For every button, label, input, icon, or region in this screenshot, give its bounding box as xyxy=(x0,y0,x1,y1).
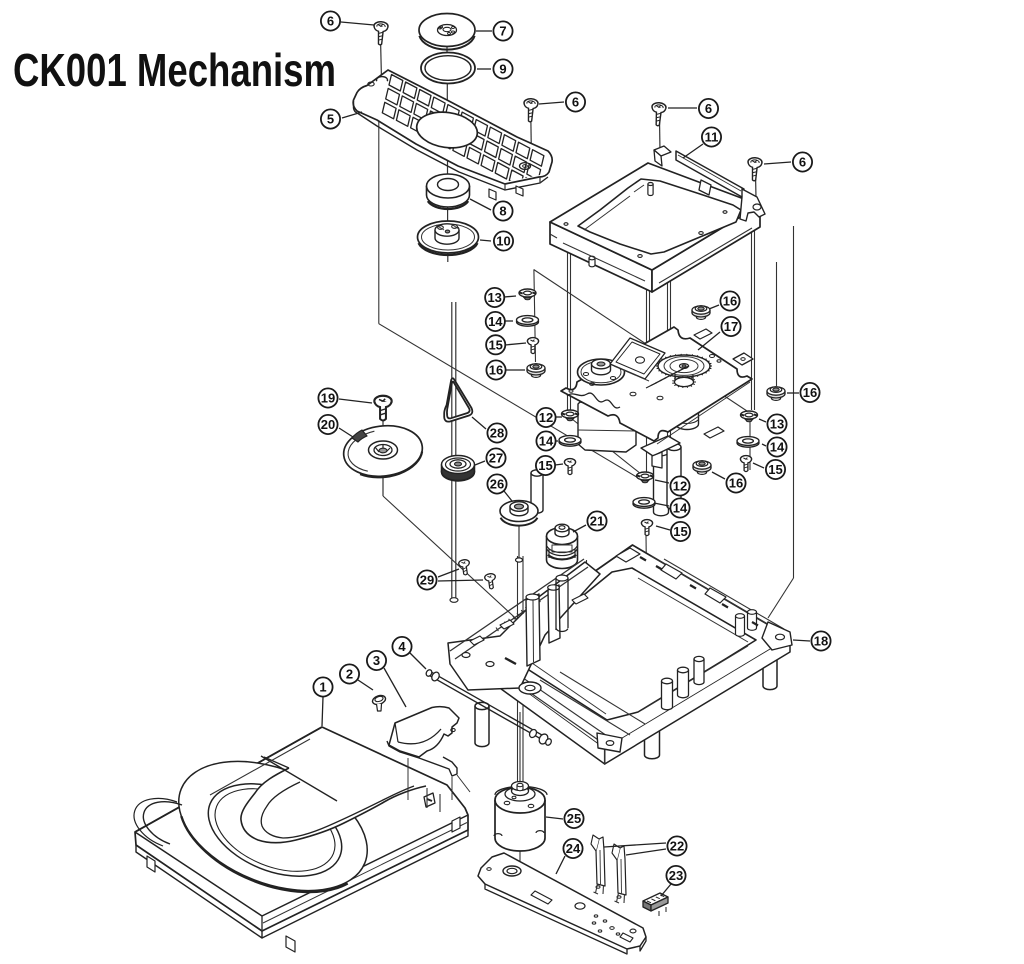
svg-text:18: 18 xyxy=(814,634,828,649)
svg-text:16: 16 xyxy=(723,294,737,309)
svg-text:7: 7 xyxy=(499,24,506,39)
svg-text:15: 15 xyxy=(768,462,782,477)
svg-text:23: 23 xyxy=(669,868,683,883)
svg-text:17: 17 xyxy=(724,319,738,334)
svg-text:14: 14 xyxy=(539,434,554,449)
svg-text:6: 6 xyxy=(327,14,334,29)
svg-text:28: 28 xyxy=(490,426,504,441)
svg-text:2: 2 xyxy=(346,667,353,682)
svg-text:11: 11 xyxy=(705,130,719,145)
svg-text:5: 5 xyxy=(327,112,334,127)
svg-text:24: 24 xyxy=(566,841,581,856)
svg-text:CK001 Mechanism: CK001 Mechanism xyxy=(13,44,336,96)
svg-text:27: 27 xyxy=(489,451,503,466)
svg-text:13: 13 xyxy=(487,290,501,305)
svg-text:12: 12 xyxy=(673,479,687,494)
svg-text:12: 12 xyxy=(539,410,553,425)
svg-text:3: 3 xyxy=(373,653,380,668)
svg-text:15: 15 xyxy=(673,524,687,539)
svg-text:9: 9 xyxy=(499,62,506,77)
svg-text:14: 14 xyxy=(488,314,503,329)
svg-text:8: 8 xyxy=(499,204,506,219)
svg-text:26: 26 xyxy=(490,477,504,492)
svg-text:15: 15 xyxy=(538,458,552,473)
svg-text:25: 25 xyxy=(567,811,581,826)
svg-text:15: 15 xyxy=(488,337,502,352)
svg-text:16: 16 xyxy=(803,385,817,400)
svg-text:10: 10 xyxy=(496,234,510,249)
svg-text:6: 6 xyxy=(572,95,579,110)
svg-text:20: 20 xyxy=(321,417,335,432)
svg-text:6: 6 xyxy=(705,101,712,116)
svg-text:13: 13 xyxy=(770,417,784,432)
svg-text:22: 22 xyxy=(670,839,684,854)
svg-text:16: 16 xyxy=(489,363,503,378)
svg-text:29: 29 xyxy=(420,573,434,588)
svg-text:14: 14 xyxy=(770,440,785,455)
svg-text:21: 21 xyxy=(590,514,604,529)
svg-text:19: 19 xyxy=(321,391,335,406)
svg-text:16: 16 xyxy=(729,476,743,491)
svg-text:1: 1 xyxy=(319,680,326,695)
svg-text:14: 14 xyxy=(673,501,688,516)
svg-text:6: 6 xyxy=(799,155,806,170)
svg-text:4: 4 xyxy=(398,639,406,654)
